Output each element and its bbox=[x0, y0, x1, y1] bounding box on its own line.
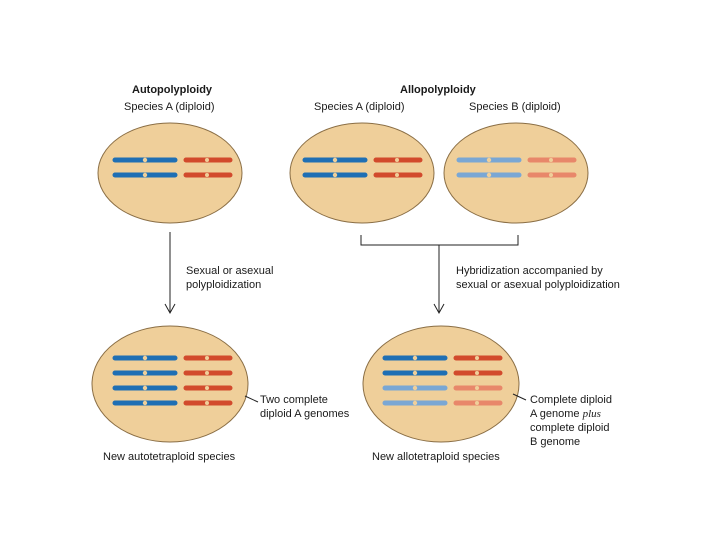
chromosomes-auto-parent bbox=[112, 157, 233, 178]
centromere bbox=[475, 356, 479, 360]
centromere bbox=[205, 371, 209, 375]
chromosomes-allo-parent-b bbox=[456, 157, 577, 178]
process-allo-line2: sexual or asexual polyploidization bbox=[456, 279, 620, 291]
arrow-auto bbox=[164, 232, 176, 315]
centromere bbox=[142, 400, 148, 406]
centromere bbox=[395, 158, 399, 162]
centromere bbox=[142, 370, 148, 376]
centromere bbox=[486, 157, 492, 163]
centromere bbox=[205, 356, 209, 360]
centromere bbox=[205, 173, 209, 177]
chromosomes-allo-parent-a bbox=[302, 157, 423, 178]
centromere bbox=[142, 157, 148, 163]
annotation-allo-line2: A genome plus bbox=[530, 407, 601, 421]
centromere bbox=[486, 172, 492, 178]
centromere bbox=[142, 355, 148, 361]
heading-allopolyploidy: Allopolyploidy bbox=[400, 84, 476, 96]
annotation-allo-line1: Complete diploid bbox=[530, 394, 612, 406]
label-allo-species-b: Species B (diploid) bbox=[469, 101, 561, 113]
annotation-auto-line2: diploid A genomes bbox=[260, 408, 350, 420]
process-allo-line1: Hybridization accompanied by bbox=[456, 265, 603, 277]
centromere bbox=[205, 158, 209, 162]
label-auto-species-a: Species A (diploid) bbox=[124, 101, 215, 113]
label-new-allotetraploid: New allotetraploid species bbox=[372, 451, 500, 463]
centromere bbox=[475, 401, 479, 405]
label-new-autotetraploid: New autotetraploid species bbox=[103, 451, 236, 463]
centromere bbox=[205, 401, 209, 405]
chromosomes-auto-result bbox=[112, 355, 233, 406]
centromere bbox=[332, 157, 338, 163]
centromere bbox=[475, 386, 479, 390]
centromere bbox=[142, 385, 148, 391]
centromere bbox=[412, 355, 418, 361]
centromere bbox=[142, 172, 148, 178]
centromere bbox=[412, 370, 418, 376]
centromere bbox=[205, 386, 209, 390]
chromosomes-allo-result bbox=[382, 355, 503, 406]
annotation-leaders bbox=[244, 393, 527, 403]
annotation-allo-line4: B genome bbox=[530, 436, 581, 448]
annotation-allo-plus: plus bbox=[582, 408, 601, 420]
centromere bbox=[549, 173, 553, 177]
label-allo-species-a: Species A (diploid) bbox=[314, 101, 405, 113]
annotation-allo-line3: complete diploid bbox=[530, 422, 610, 434]
centromere bbox=[395, 173, 399, 177]
process-auto-line2: polyploidization bbox=[186, 279, 262, 291]
annotation-allo-genome: A genome bbox=[530, 408, 580, 420]
centromere bbox=[475, 371, 479, 375]
centromere bbox=[549, 158, 553, 162]
cell-auto-result bbox=[91, 325, 249, 443]
centromere bbox=[412, 400, 418, 406]
centromere bbox=[332, 172, 338, 178]
annotation-auto-line1: Two complete bbox=[260, 394, 328, 406]
bracket-hybridization bbox=[360, 235, 519, 315]
centromere bbox=[412, 385, 418, 391]
process-auto-line1: Sexual or asexual bbox=[186, 265, 274, 277]
heading-autopolyploidy: Autopolyploidy bbox=[132, 84, 213, 96]
cell-allo-result bbox=[362, 325, 520, 443]
